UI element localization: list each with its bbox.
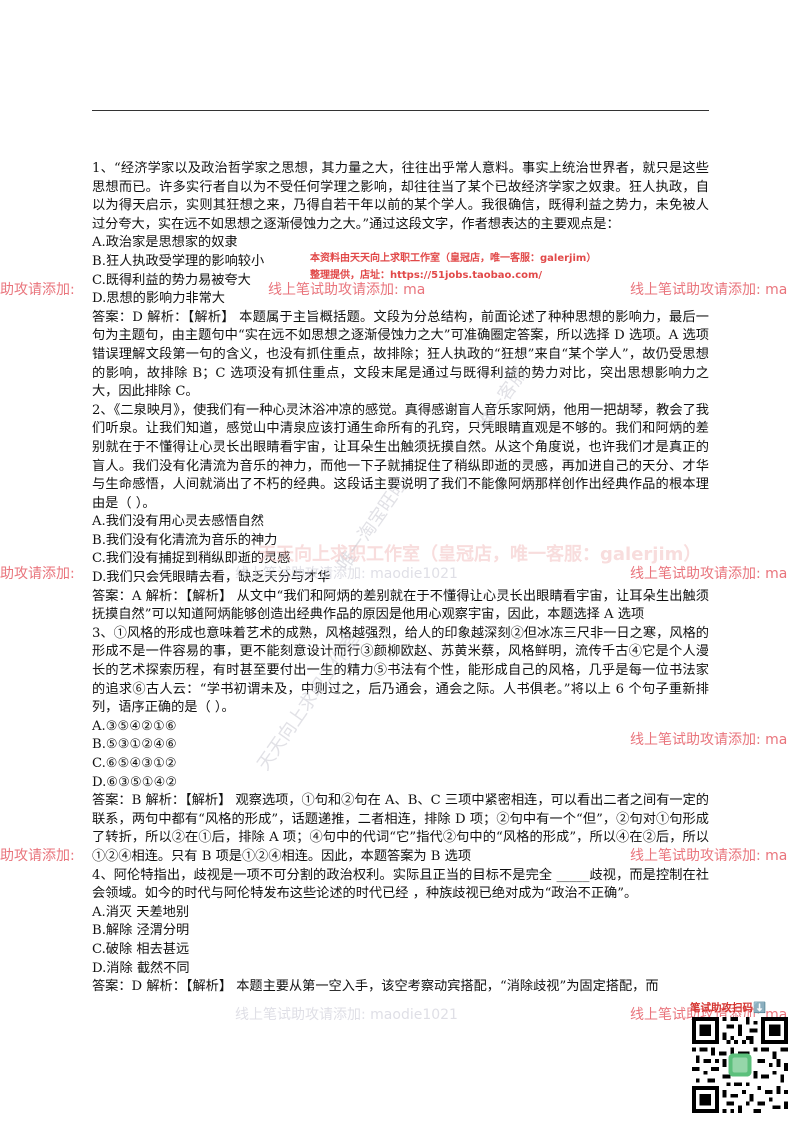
q2-option-a: A.我们没有用心灵去感悟自然	[92, 514, 264, 530]
q3-option-d: D.⑥③⑤①④②	[92, 774, 178, 790]
header-rule	[92, 110, 709, 111]
q4-option-b: B.解除 泾渭分明	[92, 923, 190, 939]
q2-answer: 答案：A 解析：【解析】 从文中“我们和阿炳的差别就在于不懂得让心灵长出眼睛看宇…	[92, 588, 709, 623]
watermark-left-edge-3: 助攻请添加:	[0, 848, 75, 864]
q1-option-b: B.狂人执政受学理的影响较小	[92, 253, 265, 269]
q4-option-d: D.消除 截然不同	[92, 960, 190, 976]
q2-option-b: B.我们没有化清流为音乐的神力	[92, 532, 278, 548]
q3-stem: 3、①风格的形成也意味着艺术的成熟，风格越强烈，给人的印象越深刻②但冰冻三尺非一…	[92, 625, 709, 716]
q3-option-b: B.⑤③①②④⑥	[92, 737, 177, 753]
q4-stem: 4、阿伦特指出，歧视是一项不可分割的政治权利。实际且正当的目标不是完全 ____…	[92, 867, 709, 902]
q1-option-d: D.思想的影响力非常大	[92, 291, 225, 307]
q2-stem: 2、《二泉映月》，使我们有一种心灵沐浴冲凉的感觉。真得感谢盲人音乐家阿炳，他用一…	[92, 402, 709, 511]
q1-option-c: C.既得利益的势力易被夸大	[92, 272, 251, 288]
q1-stem: 1、“经济学家以及政治哲学家之思想，其力量之大，往往出乎常人意料。事实上统治世界…	[92, 161, 709, 232]
watermark-center-row-2: 线上笔试助攻请添加: maodie1021	[235, 1007, 458, 1023]
qr-label: 笔试助攻扫码⬇️	[690, 1002, 767, 1014]
q3-option-c: C.⑥⑤④③①②	[92, 756, 177, 771]
watermark-left-edge-2: 助攻请添加:	[0, 566, 75, 582]
qr-code-icon[interactable]	[692, 1017, 788, 1113]
watermark-left-edge-1: 助攻请添加:	[0, 282, 75, 298]
q2-option-c: C.我们没有捕捉到稍纵即逝的灵感	[92, 551, 291, 567]
q3-option-a: A.③⑤④②①⑥	[92, 718, 177, 734]
document-body: 1、“经济学家以及政治哲学家之思想，其力量之大，往往出乎常人意料。事实上统治世界…	[92, 160, 709, 997]
q2-option-d: D.我们只会凭眼睛去看，缺乏天分与才华	[92, 570, 331, 586]
q4-answer: 答案：D 解析：【解析】 本题主要从第一空入手，该空考察动宾搭配，“消除歧视”为…	[92, 979, 659, 995]
q4-option-c: C.破除 相去甚远	[92, 941, 190, 957]
q1-answer: 答案：D 解析：【解析】 本题属于主旨概括题。文段为分总结构，前面论述了种种思想…	[92, 309, 709, 400]
q1-option-a: A.政治家是思想家的奴隶	[92, 235, 238, 251]
qr-code-block[interactable]: 笔试助攻扫码⬇️	[690, 1000, 790, 1122]
q3-answer: 答案：B 解析：【解析】 观察选项，①句和②句在 A、B、C 三项中紧密相连，可…	[92, 793, 709, 864]
q4-option-a: A.消灭 天差地别	[92, 904, 190, 920]
